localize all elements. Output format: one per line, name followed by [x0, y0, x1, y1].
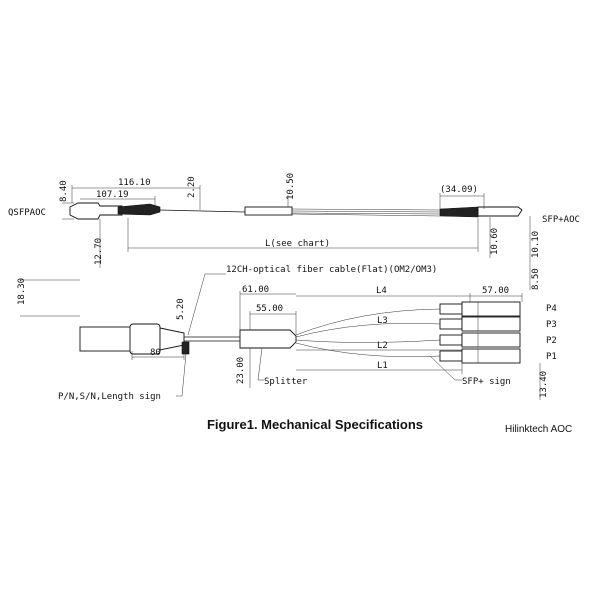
- breakout-view: P4 P3 P2 P1 12CH-optical fiber cable(Fla…: [17, 265, 557, 402]
- length-l3: L3: [377, 316, 388, 326]
- dim-10-60: 10.60: [490, 228, 500, 255]
- splitter-body: [239, 329, 297, 349]
- sfp-connector-p4: [439, 301, 521, 317]
- qsfp-boot: [159, 327, 185, 351]
- length-l1: L1: [377, 361, 388, 371]
- qsfp-plug-top: [69, 202, 123, 220]
- length-dim: L(see chart): [265, 239, 330, 249]
- sfp-sign-label: SFP+ sign: [462, 377, 511, 387]
- dim-10-10: 10.10: [531, 231, 541, 258]
- port-label-p1: P1: [546, 352, 557, 362]
- sfp-connector-p1: [439, 348, 521, 364]
- fiber-cable-label: 12CH-optical fiber cable(Flat)(OM2/OM3): [226, 265, 437, 275]
- dim-34: (34.09): [440, 185, 478, 195]
- length-l4: L4: [376, 286, 387, 296]
- port-label-p2: P2: [546, 336, 557, 346]
- top-splitter: [244, 206, 293, 216]
- port-label-p4: P4: [546, 304, 557, 314]
- dim-23: 23.00: [236, 357, 246, 384]
- dim-55: 55.00: [256, 304, 283, 314]
- qsfp-aoc-label: QSFPAOC: [8, 208, 46, 218]
- sfp-connector-p3: [439, 316, 521, 332]
- top-view: 116.10 107.19 8.40 12.70 2.20 10.50 (34.…: [8, 173, 580, 290]
- sfp-plug-top: [477, 206, 523, 217]
- length-l2: L2: [377, 341, 388, 351]
- dim-8-40: 8.40: [59, 180, 69, 202]
- dim-8-50: 8.50: [531, 268, 541, 290]
- dim-57: 57.00: [482, 286, 509, 296]
- brand-label: Hilinktech AOC: [505, 424, 573, 435]
- dim-10-50: 10.50: [286, 173, 296, 200]
- sfp-connector-p2: [439, 332, 521, 348]
- qsfp-pull-tab-top: [117, 203, 161, 216]
- dim-107: 107.19: [96, 190, 129, 200]
- dim-116: 116.10: [118, 178, 151, 188]
- dim-2-20: 2.20: [187, 176, 197, 198]
- dim-13-40: 13.40: [539, 371, 549, 398]
- figure-caption: Figure1. Mechanical Specifications: [206, 417, 423, 432]
- pn-sign-label: P/N,S/N,Length sign: [58, 392, 161, 402]
- splitter-label: Splitter: [264, 377, 308, 387]
- dim-18-30: 18.30: [17, 278, 27, 305]
- qsfp-connector: [79, 326, 133, 352]
- sfp-aoc-label: SFP+AOC: [542, 215, 580, 225]
- port-label-p3: P3: [546, 320, 557, 330]
- dim-80: 80: [150, 348, 161, 358]
- dim-5-20: 5.20: [176, 298, 186, 320]
- pn-label-tag: [181, 341, 190, 355]
- dim-12-70: 12.70: [94, 238, 104, 265]
- dim-61: 61.00: [242, 285, 269, 295]
